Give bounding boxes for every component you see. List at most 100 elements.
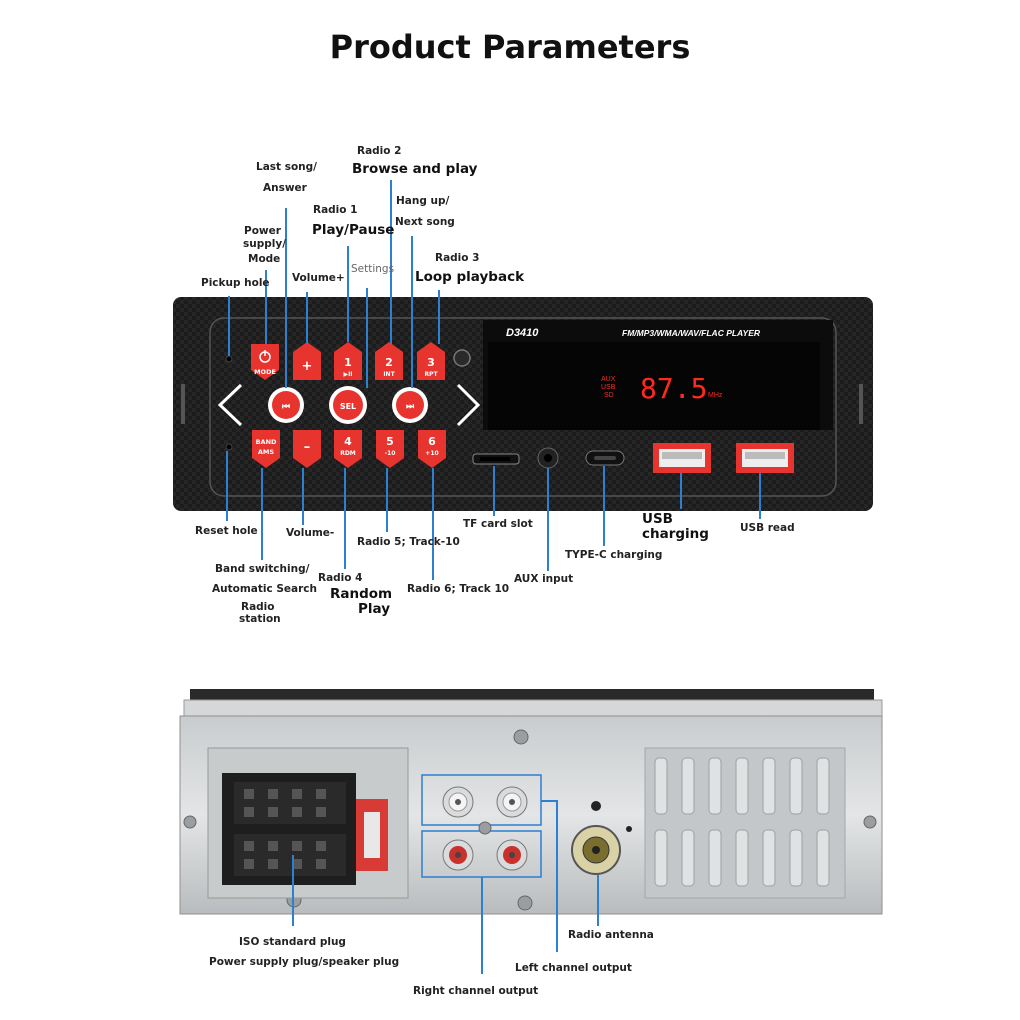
next-song-button[interactable]: ⏭ <box>392 387 428 423</box>
iso-pin <box>268 841 278 851</box>
label-radio2-a: Radio 2 <box>357 145 402 157</box>
vent-slot <box>681 757 695 815</box>
line-reset <box>226 451 228 521</box>
vent-slots <box>654 757 830 887</box>
usb-charging-port <box>653 443 711 473</box>
button-5[interactable]: 5 -10 <box>376 430 404 468</box>
svg-text:5: 5 <box>386 435 394 448</box>
vent-slot <box>654 757 668 815</box>
band-button[interactable]: BAND AMS <box>252 430 280 468</box>
line-power <box>265 270 267 344</box>
svg-text:-10: -10 <box>385 450 396 457</box>
svg-text:+10: +10 <box>425 450 438 457</box>
label-band-c: Radio <box>241 601 275 613</box>
iso-pin <box>244 859 254 869</box>
iso-pin <box>316 807 326 817</box>
label-iso-a: ISO standard plug <box>239 936 346 948</box>
iso-pin <box>292 807 302 817</box>
line-tf <box>493 466 495 516</box>
label-radio3-a: Radio 3 <box>435 252 480 264</box>
indicator-usb: USB <box>601 384 616 391</box>
svg-text:RDM: RDM <box>340 450 356 457</box>
line-left-h <box>541 800 557 802</box>
iso-pins <box>244 789 326 869</box>
vent-slot <box>816 757 830 815</box>
label-settings: Settings <box>351 263 395 275</box>
label-typec: TYPE-C charging <box>565 549 663 561</box>
svg-text:INT: INT <box>383 371 395 378</box>
label-radio1-a: Radio 1 <box>313 204 358 216</box>
indicator-sd: SD <box>604 392 614 399</box>
label-band-b: Automatic Search <box>212 583 318 595</box>
vent-slot <box>789 757 803 815</box>
line-left-out <box>556 800 558 952</box>
label-usb-charging-a: USB <box>642 511 673 527</box>
label-usb-read: USB read <box>740 522 795 534</box>
rca-white-1 <box>442 786 474 818</box>
svg-text:MODE: MODE <box>254 368 276 376</box>
line-volume-minus <box>302 468 304 525</box>
label-hangup-a: Hang up/ <box>396 195 450 207</box>
label-aux: AUX input <box>514 573 574 585</box>
sel-button[interactable]: SEL <box>329 386 367 424</box>
iso-connector <box>207 747 409 899</box>
label-volume-plus: Volume+ <box>292 272 345 284</box>
mode-button[interactable]: MODE <box>251 344 279 380</box>
svg-text:4: 4 <box>344 435 352 448</box>
iso-pin <box>292 789 302 799</box>
line-usb-read <box>759 473 761 519</box>
label-tf: TF card slot <box>463 518 533 530</box>
label-antenna: Radio antenna <box>568 929 654 941</box>
line-radio2 <box>390 180 392 344</box>
label-band-d: station <box>239 613 281 625</box>
label-volume-minus: Volume- <box>286 527 335 539</box>
button-4[interactable]: 4 RDM <box>334 430 362 468</box>
frequency-unit: MHz <box>708 392 723 399</box>
page-title: Product Parameters <box>329 28 691 66</box>
player-text: FM/MP3/WMA/WAV/FLAC PLAYER <box>622 328 761 338</box>
label-reset: Reset hole <box>195 525 258 537</box>
label-radio4-a: Radio 4 <box>318 572 363 584</box>
iso-pin <box>316 789 326 799</box>
iso-pin <box>268 789 278 799</box>
svg-text:3: 3 <box>427 356 435 369</box>
right-slot <box>859 384 863 424</box>
button-6[interactable]: 6 +10 <box>418 430 446 468</box>
button-2[interactable]: 2 INT <box>375 342 403 380</box>
vent-slot <box>762 757 776 815</box>
line-radio4 <box>344 468 346 569</box>
line-radio3 <box>438 290 440 344</box>
label-radio6: Radio 6; Track 10 <box>407 583 510 595</box>
label-radio1-b: Play/Pause <box>312 222 395 238</box>
label-left-out: Left channel output <box>515 962 632 974</box>
iso-pin <box>268 807 278 817</box>
svg-text:RPT: RPT <box>424 371 438 378</box>
label-last-song-b: Answer <box>263 182 307 194</box>
iso-pin <box>244 789 254 799</box>
display-screen <box>488 342 820 430</box>
line-radio1 <box>347 246 349 342</box>
rca-white-2 <box>496 786 528 818</box>
iso-pin <box>292 859 302 869</box>
svg-text:1: 1 <box>344 356 352 369</box>
antenna-socket <box>571 825 621 875</box>
vent-slot <box>681 829 695 887</box>
svg-text:SEL: SEL <box>340 402 356 411</box>
indicator-aux: AUX <box>601 376 616 383</box>
rca-red-1 <box>442 839 474 871</box>
label-radio4-b: Random <box>330 586 393 602</box>
prev-song-button[interactable]: ⏮ <box>268 387 304 423</box>
label-power-c: Mode <box>248 253 281 265</box>
button-1[interactable]: 1 ▶II <box>334 342 362 380</box>
line-right-out <box>481 877 483 974</box>
left-slot <box>181 384 185 424</box>
volume-minus-button[interactable]: – <box>293 430 321 468</box>
label-band-a: Band switching/ <box>215 563 310 575</box>
button-3[interactable]: 3 RPT <box>417 342 445 380</box>
vent-slot <box>762 829 776 887</box>
iso-pin <box>268 859 278 869</box>
volume-plus-button[interactable]: + <box>293 342 321 380</box>
label-last-song-a: Last song/ <box>256 161 317 173</box>
next-chevron-icon <box>456 383 481 427</box>
line-pickup <box>228 296 230 356</box>
